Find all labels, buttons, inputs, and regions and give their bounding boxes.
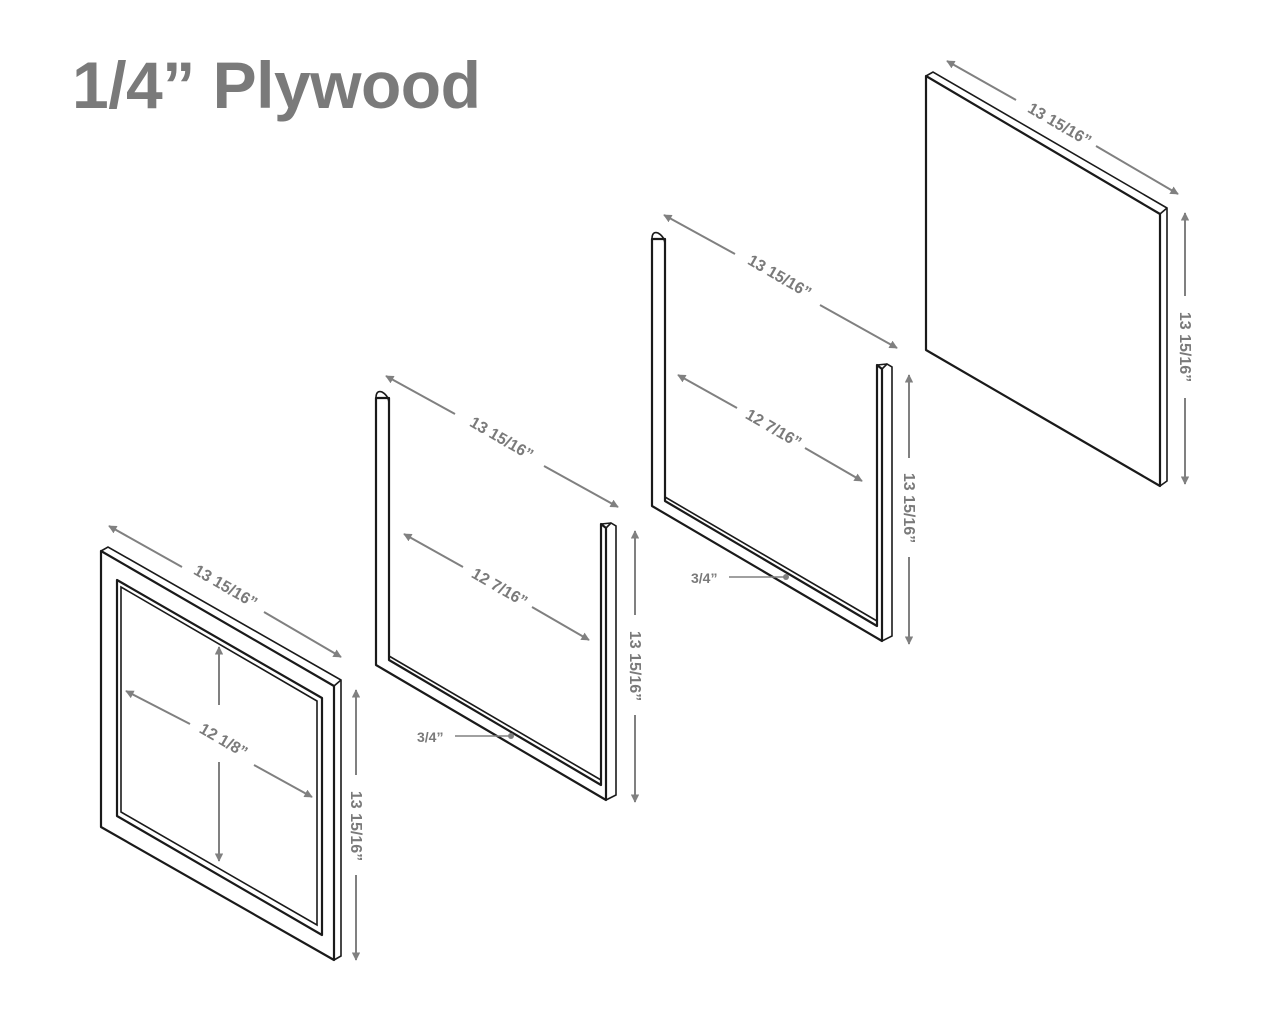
solid-panel-top-dimension: 13 15/16” [946, 60, 1179, 195]
frame-top-dim-label: 13 15/16” [191, 562, 260, 612]
u-panel-1-inner-dimension: 12 7/16” [403, 533, 590, 641]
u-panel-2-top-dimension: 13 15/16” [663, 214, 898, 349]
solid-panel-outline [924, 71, 1168, 488]
u-panel-1-side-dim-label: 13 15/16” [626, 631, 643, 701]
solid-panel: 13 15/16” 13 15/16” [924, 60, 1193, 488]
u-panel-1-top-dim-label: 13 15/16” [467, 414, 536, 464]
u-panel-1-side-dimension: 13 15/16” [626, 530, 643, 803]
u-panel-1-rail-label: 3/4” [417, 729, 443, 745]
frame-inner-dim-label: 12 1/8” [196, 721, 250, 762]
u-panel-2: 13 15/16” 12 7/16” 13 15/16” 3/4” [650, 214, 917, 645]
solid-panel-side-dimension: 13 15/16” [1176, 212, 1193, 485]
u-panel-2-side-dim-label: 13 15/16” [900, 473, 917, 543]
u-panel-1-top-dimension: 13 15/16” [385, 375, 619, 508]
u-panel-2-inner-dim-label: 12 7/16” [742, 406, 804, 451]
frame-side-dim-label: 13 15/16” [347, 791, 364, 861]
u-panel-2-top-dim-label: 13 15/16” [745, 252, 814, 302]
solid-panel-top-dim-label: 13 15/16” [1025, 100, 1094, 150]
u-panel-2-rail-callout: 3/4” [691, 570, 789, 586]
u-panel-2-rail-label: 3/4” [691, 570, 717, 586]
u-panel-1: 13 15/16” 12 7/16” 13 15/16” 3/4” [374, 375, 643, 803]
u-panel-1-rail-callout: 3/4” [417, 729, 514, 745]
frame-side-dimension: 13 15/16” [347, 689, 364, 961]
solid-panel-side-dim-label: 13 15/16” [1176, 312, 1193, 382]
u-panel-2-inner-dimension: 12 7/16” [677, 374, 863, 482]
frame-inner-dimension: 12 1/8” [125, 646, 313, 862]
page-title: 1/4” Plywood [72, 48, 481, 122]
u-panel-2-outline [650, 231, 893, 643]
frame-top-dimension: 13 15/16” [108, 525, 342, 658]
u-panel-1-inner-dim-label: 12 7/16” [468, 565, 530, 610]
frame-panel-outline [99, 546, 342, 962]
u-panel-2-side-dimension: 13 15/16” [900, 374, 917, 645]
u-panel-1-outline [374, 390, 617, 802]
frame-panel: 13 15/16” 13 15/16” 12 1/8” [99, 525, 364, 962]
